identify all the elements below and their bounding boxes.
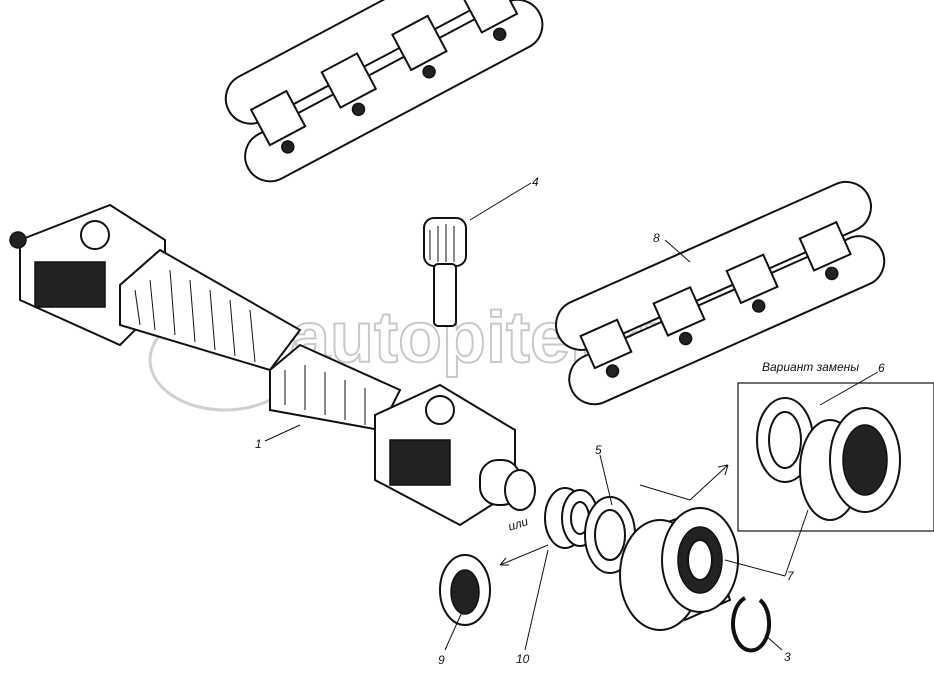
label-part-1: 1 — [255, 437, 262, 451]
leader-lines — [264, 182, 879, 651]
pin-part-4 — [423, 217, 467, 327]
label-part-7: 7 — [787, 569, 795, 583]
replacement-variant-box: Вариант замены — [737, 360, 934, 532]
retaining-ring-part-3 — [731, 596, 772, 653]
roller-chain-top — [224, 0, 544, 183]
replacement-caption: Вариант замены — [762, 360, 859, 374]
label-part-9: 9 — [438, 653, 445, 667]
label-part-3: 3 — [784, 650, 791, 664]
label-part-6: 6 — [878, 361, 885, 375]
label-part-10: 10 — [516, 652, 530, 666]
or-caption: или — [506, 514, 530, 534]
bearing-housing-part-7 — [619, 507, 739, 631]
cardan-shaft-part-1 — [9, 203, 536, 527]
bushing-part-9 — [439, 554, 491, 626]
label-part-4: 4 — [532, 175, 539, 189]
roller-chain-part-8 — [555, 180, 886, 406]
label-part-5: 5 — [595, 443, 602, 457]
label-part-8: 8 — [653, 231, 660, 245]
